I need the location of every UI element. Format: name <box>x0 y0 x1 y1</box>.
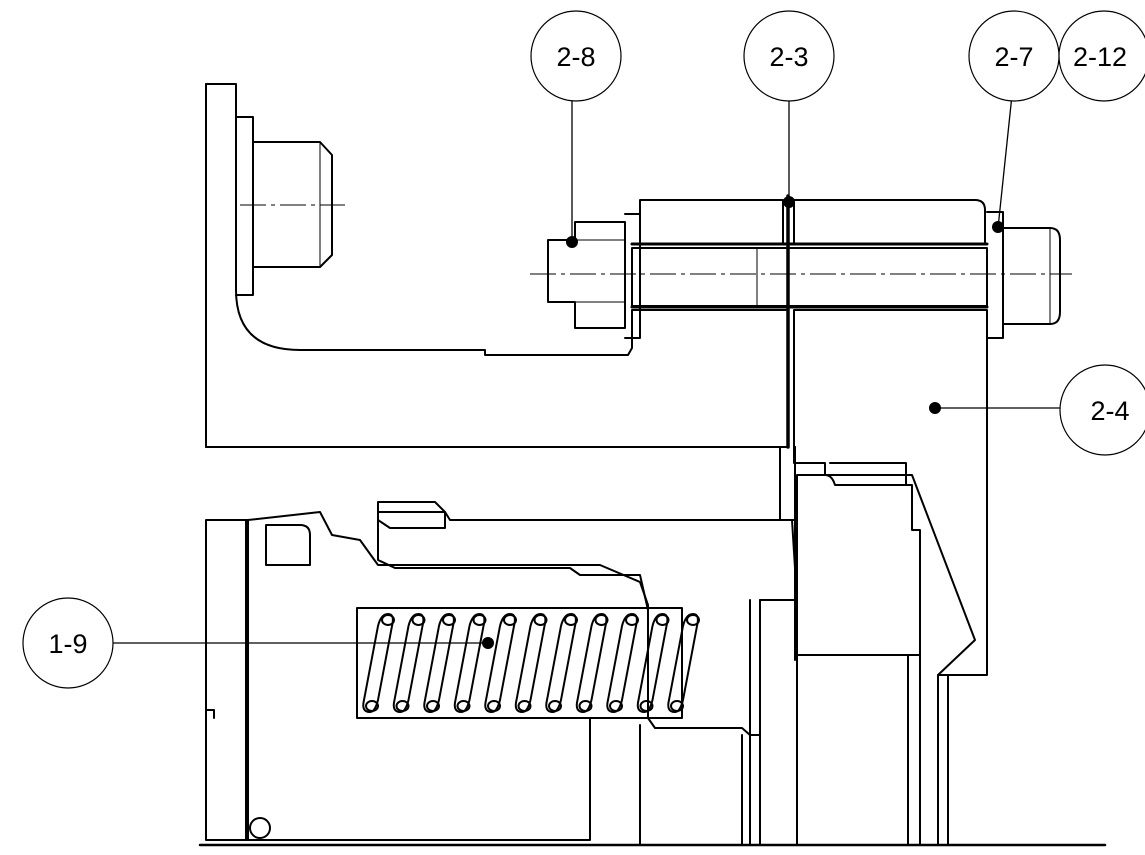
housing-lower-step <box>779 446 796 661</box>
spring-coil <box>545 613 577 713</box>
spring-cavity <box>356 607 683 719</box>
spring-coil-bottom <box>487 700 501 712</box>
spring-coil <box>453 613 486 713</box>
housing-upper <box>205 83 789 448</box>
spring-coil-bottom <box>426 700 440 712</box>
callout-label-1-9: 1-9 <box>48 629 87 659</box>
spring-coil-top <box>381 614 395 626</box>
spring-coil <box>362 613 394 713</box>
spring-coil-bottom <box>609 700 623 712</box>
spring-coil-top <box>411 614 426 626</box>
callout-label-2-3: 2-3 <box>769 42 808 72</box>
spring-coil-bottom <box>365 700 379 712</box>
spring-coil-top <box>472 614 487 626</box>
spring-coil-bottom <box>578 700 593 712</box>
callout-label-2-4: 2-4 <box>1090 396 1129 426</box>
spring-coil <box>606 613 638 713</box>
stationary-lines <box>198 599 1107 847</box>
spring-coil-top <box>655 614 670 626</box>
spring-coil-bottom <box>456 700 471 712</box>
callout-label-2-7: 2-7 <box>994 42 1033 72</box>
flange-left <box>639 199 784 245</box>
spring-coil-top <box>625 614 639 626</box>
callout-label-2-8: 2-8 <box>556 42 595 72</box>
spring-coil-top <box>564 614 578 626</box>
spring-coil <box>484 613 516 713</box>
spring-coil-bottom <box>548 700 562 712</box>
spring-coil-top <box>533 614 548 626</box>
callout-1-9: 1-9 <box>22 597 494 689</box>
shaft-wall <box>205 519 271 841</box>
housing-plug <box>235 116 345 296</box>
spring-coil <box>423 613 455 713</box>
spring-coil-top <box>594 614 609 626</box>
spring <box>362 613 700 713</box>
spring-coil-bottom <box>395 700 410 712</box>
callout-label-2-12: 2-12 <box>1073 42 1127 72</box>
spring-coil-bottom <box>639 700 654 712</box>
gland-plate <box>793 309 988 676</box>
spring-coil <box>575 613 608 713</box>
bolt-assembly <box>530 211 1072 339</box>
spring-coil-bottom <box>517 700 532 712</box>
spring-coil <box>667 613 699 713</box>
callout-2-4: 2-4 <box>929 364 1145 456</box>
callout-2-12: 2-12 <box>1058 10 1145 102</box>
spring-coil-bottom <box>670 700 684 712</box>
spring-coil <box>514 613 547 713</box>
flange-right <box>793 199 986 245</box>
spring-coil-top <box>503 614 517 626</box>
spring-coil-top <box>686 614 700 626</box>
seal-ring <box>796 462 921 656</box>
callout-2-8: 2-8 <box>530 10 622 248</box>
spring-coil <box>392 613 425 713</box>
spring-coil-top <box>442 614 456 626</box>
spring-coil <box>636 613 669 713</box>
callout-2-7: 2-7 <box>968 10 1060 233</box>
bellows-elastomer <box>377 511 798 736</box>
seal-holder <box>247 501 649 841</box>
callout-2-3: 2-3 <box>743 10 835 208</box>
